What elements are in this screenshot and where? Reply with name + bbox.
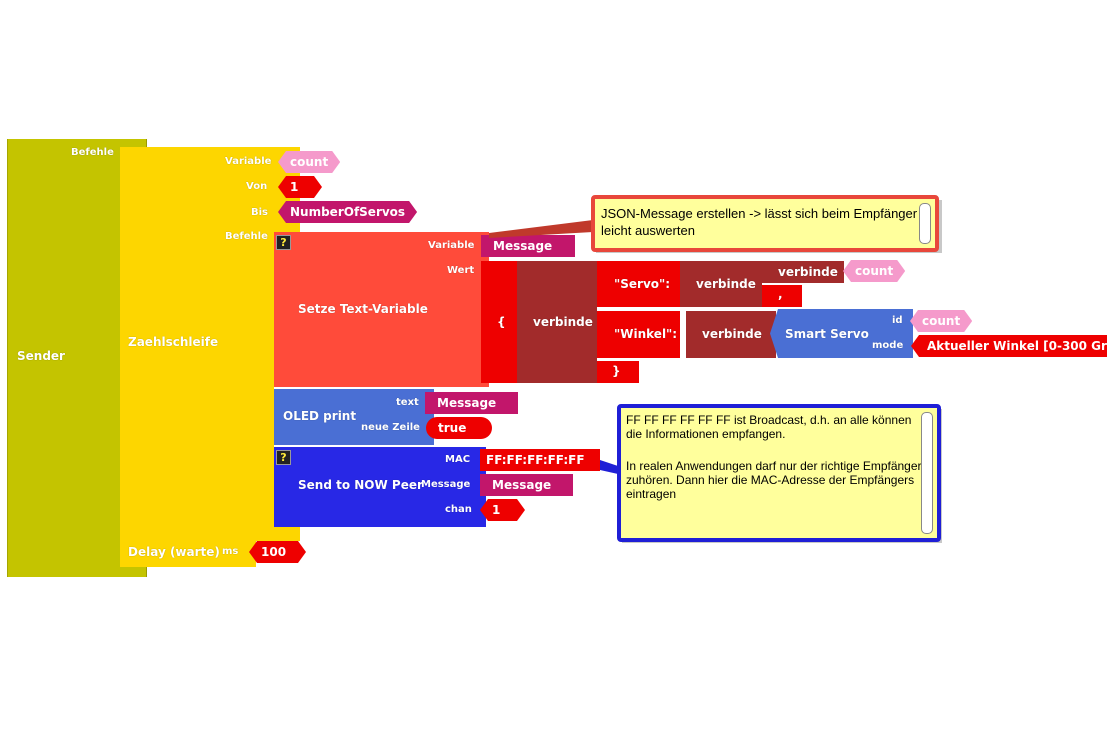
delay-ms-label: ms <box>222 546 239 557</box>
send-mac-label: MAC <box>445 454 471 465</box>
loop-bis-label: Bis <box>251 207 269 218</box>
comment-mac-line2: In realen Anwendungen darf nur der richt… <box>626 459 922 501</box>
loop-title: Zaehlschleife <box>128 335 219 349</box>
comma-block[interactable] <box>762 285 802 307</box>
brace-close: } <box>612 364 621 378</box>
join-verbinde-count[interactable] <box>762 261 844 283</box>
comment-mac[interactable]: FF FF FF FF FF FF ist Broadcast, d.h. an… <box>617 404 941 542</box>
comment-json-scrollbar[interactable] <box>919 203 931 244</box>
brace-open: { <box>497 315 506 329</box>
send-chan-value[interactable]: 1 <box>480 499 525 521</box>
winkel-text: "Winkel": <box>614 327 678 341</box>
oled-print-block[interactable] <box>274 389 434 445</box>
set-text-variable-block[interactable] <box>274 232 489 387</box>
brace-close-block[interactable] <box>597 361 639 383</box>
delay-ms-value[interactable]: 100 <box>249 541 306 563</box>
loop-bis-value[interactable]: NumberOfServos <box>278 201 417 223</box>
smart-servo-id-label: id <box>892 315 903 326</box>
delay-title: Delay (warte) <box>128 545 220 559</box>
oled-text-label: text <box>396 397 419 408</box>
join-verbinde-servo[interactable] <box>680 261 762 307</box>
send-chan-label: chan <box>445 504 472 515</box>
send-title: Send to NOW Peer <box>298 478 423 492</box>
send-message-value[interactable]: Message <box>480 474 573 496</box>
servo-count-value[interactable]: count <box>843 260 905 282</box>
set-var-title: Setze Text-Variable <box>298 302 428 316</box>
join-verbinde-servo-label: verbinde <box>696 277 756 291</box>
join-verbinde-winkel-label: verbinde <box>702 327 762 341</box>
set-var-wert-label: Wert <box>447 265 475 276</box>
send-now-peer-block[interactable] <box>274 447 486 527</box>
join-verbinde-count-label: verbinde <box>778 265 838 279</box>
comment-json-text: JSON-Message erstellen -> lässt sich bei… <box>601 206 918 238</box>
oled-zeile-value[interactable]: true <box>426 417 492 439</box>
servo-text: "Servo": <box>614 277 671 291</box>
comment-json[interactable]: JSON-Message erstellen -> lässt sich bei… <box>591 195 939 252</box>
smart-servo-title: Smart Servo <box>785 327 869 341</box>
loop-variable-label: Variable <box>225 156 272 167</box>
sender-befehle-label: Befehle <box>71 147 114 158</box>
servo-text-block[interactable] <box>597 261 680 307</box>
join-verbinde-main[interactable] <box>517 261 597 383</box>
outer-join-block[interactable] <box>481 261 517 383</box>
smart-servo-id-value[interactable]: count <box>910 310 972 332</box>
oled-zeile-label: neue Zeile <box>361 422 420 433</box>
comma-text: , <box>778 287 783 301</box>
comment-mac-line1: FF FF FF FF FF FF ist Broadcast, d.h. an… <box>626 413 912 441</box>
set-var-variable-label: Variable <box>428 240 475 251</box>
send-message-label: Message <box>421 479 471 490</box>
loop-variable-value[interactable]: count <box>278 151 340 173</box>
smart-servo-mode-value[interactable]: Aktueller Winkel [0-300 Grad] <box>911 335 1107 357</box>
smart-servo-mode-label: mode <box>872 340 904 351</box>
delay-block[interactable] <box>120 539 256 567</box>
send-help-icon[interactable]: ? <box>276 450 291 465</box>
oled-text-value[interactable]: Message <box>425 392 518 414</box>
set-var-help-icon[interactable]: ? <box>276 235 291 250</box>
winkel-text-block[interactable] <box>597 311 680 358</box>
send-mac-value[interactable]: FF:FF:FF:FF:FF <box>480 449 600 471</box>
set-var-variable-value[interactable]: Message <box>481 235 575 257</box>
loop-befehle-label: Befehle <box>225 231 268 242</box>
loop-von-label: Von <box>246 181 268 192</box>
join-verbinde-winkel[interactable] <box>686 311 776 358</box>
oled-title: OLED print <box>283 409 357 423</box>
comment-mac-scrollbar[interactable] <box>921 412 933 534</box>
sender-title: Sender <box>17 349 65 363</box>
join-verbinde-main-label: verbinde <box>533 315 593 329</box>
loop-von-value[interactable]: 1 <box>278 176 322 198</box>
smart-servo-block[interactable] <box>770 309 913 358</box>
